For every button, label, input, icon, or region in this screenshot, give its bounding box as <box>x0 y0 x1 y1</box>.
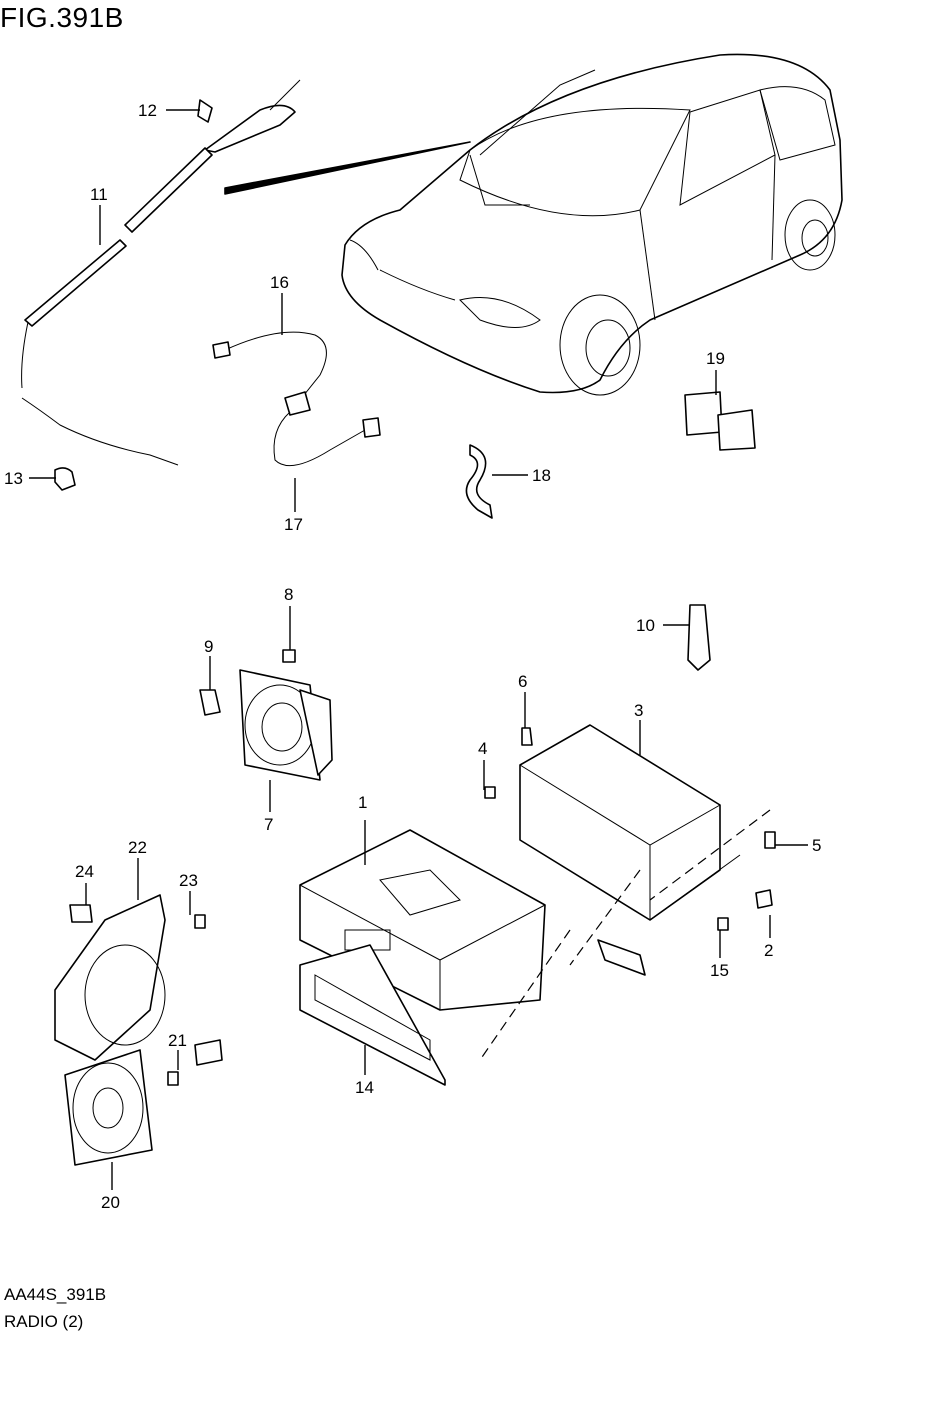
callout-12: 12 <box>138 101 157 120</box>
bolt-2 <box>755 889 773 909</box>
diagram-caption: RADIO (2) <box>4 1312 84 1331</box>
radio-bracket-3 <box>519 724 741 921</box>
antenna-cables <box>212 331 381 467</box>
speaker-connector <box>194 1039 223 1066</box>
bolt-5 <box>764 831 776 849</box>
callout-labels: 1 2 3 4 5 6 7 8 9 10 11 12 13 14 15 16 1… <box>4 101 821 1212</box>
callout-6: 6 <box>518 672 527 691</box>
screw-21 <box>167 1071 179 1086</box>
callout-9: 9 <box>204 637 213 656</box>
pocket-14 <box>299 944 446 1086</box>
clip-9 <box>199 689 221 716</box>
speaker-7 <box>239 669 333 781</box>
callout-16: 16 <box>270 273 289 292</box>
plug <box>597 939 646 976</box>
callout-23: 23 <box>179 871 198 890</box>
screw-8 <box>282 649 296 663</box>
diagram-code: AA44S_391B <box>4 1285 107 1304</box>
speaker-bracket-22 <box>54 894 166 1061</box>
callout-17: 17 <box>284 515 303 534</box>
callout-18: 18 <box>532 466 551 485</box>
clip-18 <box>465 444 493 519</box>
speaker-20 <box>64 1049 153 1166</box>
car-illustration <box>224 53 843 396</box>
callout-14: 14 <box>355 1078 374 1097</box>
callout-21: 21 <box>168 1031 187 1050</box>
screw-4 <box>484 786 496 799</box>
figure-title: FIG.391B <box>0 2 124 33</box>
callout-2: 2 <box>764 941 773 960</box>
bracket-10 <box>687 604 711 671</box>
antenna-assembly <box>21 79 301 491</box>
callout-7: 7 <box>264 815 273 834</box>
callout-20: 20 <box>101 1193 120 1212</box>
callout-4: 4 <box>478 739 487 758</box>
callout-24: 24 <box>75 862 94 881</box>
callout-22: 22 <box>128 838 147 857</box>
screw-15 <box>717 917 729 931</box>
connector-19 <box>684 391 756 451</box>
screw-23 <box>194 914 206 929</box>
callout-8: 8 <box>284 585 293 604</box>
callout-19: 19 <box>706 349 725 368</box>
leader-lines <box>29 109 808 1190</box>
callout-11: 11 <box>90 185 108 204</box>
callout-3: 3 <box>634 701 643 720</box>
callout-13: 13 <box>4 469 23 488</box>
callout-15: 15 <box>710 961 729 980</box>
clip-24 <box>69 904 93 923</box>
callout-5: 5 <box>812 836 821 855</box>
callout-1: 1 <box>358 793 367 812</box>
callout-10: 10 <box>636 616 655 635</box>
nut-6 <box>521 727 533 746</box>
